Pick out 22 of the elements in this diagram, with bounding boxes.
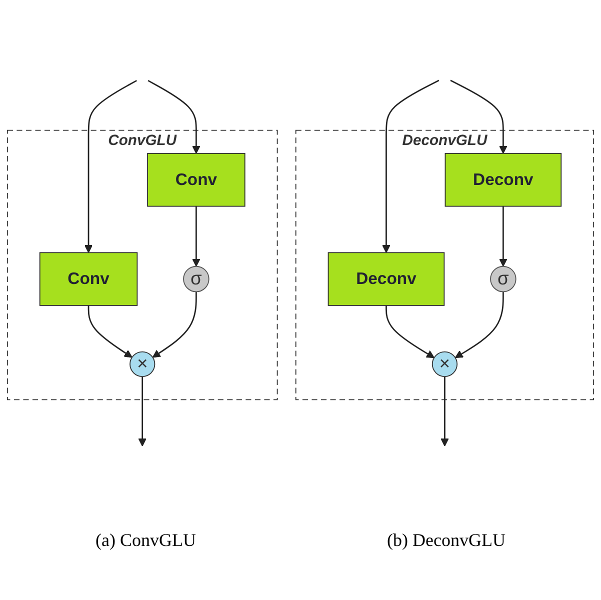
node-circle: σ [183,266,210,292]
arrow [148,80,200,154]
node-circle: × [432,351,458,378]
arrow [454,292,504,358]
arrow [152,292,197,358]
arrow [88,305,132,358]
node-box: Conv [39,252,138,306]
arrow [440,376,449,446]
node-box: Deconv [444,152,562,207]
arrow [386,305,435,358]
arrow [382,80,440,253]
node-box: Deconv [328,252,445,306]
figure-caption: (a) ConvGLU [96,530,196,551]
node-circle: × [130,351,156,378]
figure-caption: (b) DeconvGLU [387,530,506,551]
node-box: Conv [147,152,246,207]
node-circle: σ [490,266,516,292]
arrow [450,80,508,154]
arrow [192,206,200,267]
arrow [499,206,508,267]
arrow [138,376,146,446]
arrow [84,80,138,253]
